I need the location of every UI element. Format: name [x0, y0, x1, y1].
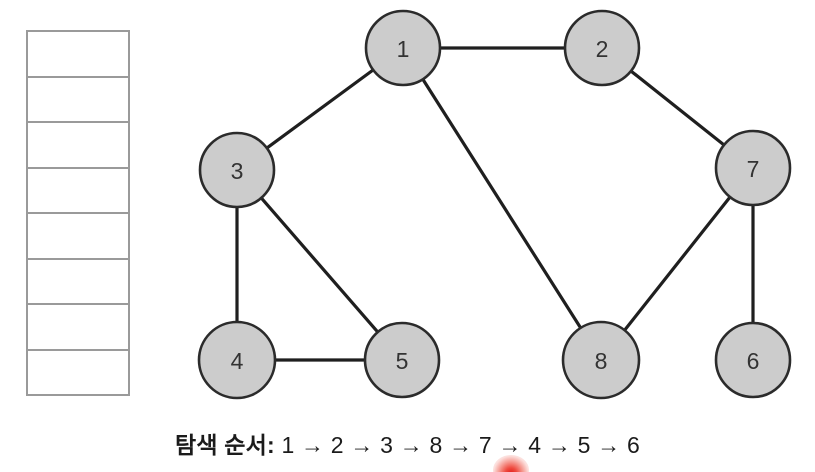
graph-node-label-4: 4 — [231, 348, 244, 374]
graph-node-circle-1 — [364, 9, 442, 87]
graph-node-label-1: 1 — [397, 36, 410, 62]
graph-node-label-3: 3 — [231, 158, 244, 184]
stack-table — [26, 30, 130, 396]
graph-node-7[interactable]: 7 — [714, 129, 792, 207]
traversal-order-sequence: 1 → 2 → 3 → 8 → 7 → 4 → 5 → 6 — [281, 432, 641, 458]
stack-cell-2[interactable] — [28, 123, 128, 169]
graph-edge-layer — [235, 46, 755, 362]
traversal-order-caption: 탐색 순서: 1 → 2 → 3 → 8 → 7 → 4 → 5 → 6 — [0, 426, 815, 460]
stack-cell-1[interactable] — [28, 78, 128, 123]
graph-node-label-7: 7 — [747, 156, 760, 182]
graph-edge-1-8 — [401, 46, 603, 362]
traversal-order-label: 탐색 순서: — [174, 432, 275, 458]
graph-node-circle-4 — [197, 320, 277, 400]
graph-node-circle-2 — [563, 9, 641, 87]
graph-node-label-2: 2 — [596, 36, 609, 62]
graph-node-label-5: 5 — [396, 348, 409, 374]
graph-node-layer: 1 2 3 7 4 5 8 6 — [197, 9, 792, 400]
stack-cell-6[interactable] — [28, 305, 128, 351]
graph-node-8[interactable]: 8 — [561, 320, 641, 400]
stack-cell-0[interactable] — [28, 32, 128, 78]
stack-cell-5[interactable] — [28, 260, 128, 305]
graph-node-circle-6 — [714, 321, 792, 399]
graph-node-circle-3 — [198, 131, 276, 209]
stack-cell-4[interactable] — [28, 214, 128, 260]
graph-edge-7-8 — [599, 166, 755, 362]
graph-node-1[interactable]: 1 — [364, 9, 442, 87]
graph-node-3[interactable]: 3 — [198, 131, 276, 209]
graph-node-2[interactable]: 2 — [563, 9, 641, 87]
graph-node-circle-5 — [363, 321, 441, 399]
graph-node-circle-7 — [714, 129, 792, 207]
graph-node-5[interactable]: 5 — [363, 321, 441, 399]
stack-cell-3[interactable] — [28, 169, 128, 214]
graph-node-label-6: 6 — [747, 348, 760, 374]
graph-node-6[interactable]: 6 — [714, 321, 792, 399]
graph-edge-3-5 — [235, 168, 404, 362]
graph-node-label-8: 8 — [595, 348, 608, 374]
graph-node-circle-8 — [561, 320, 641, 400]
graph-node-4[interactable]: 4 — [197, 320, 277, 400]
